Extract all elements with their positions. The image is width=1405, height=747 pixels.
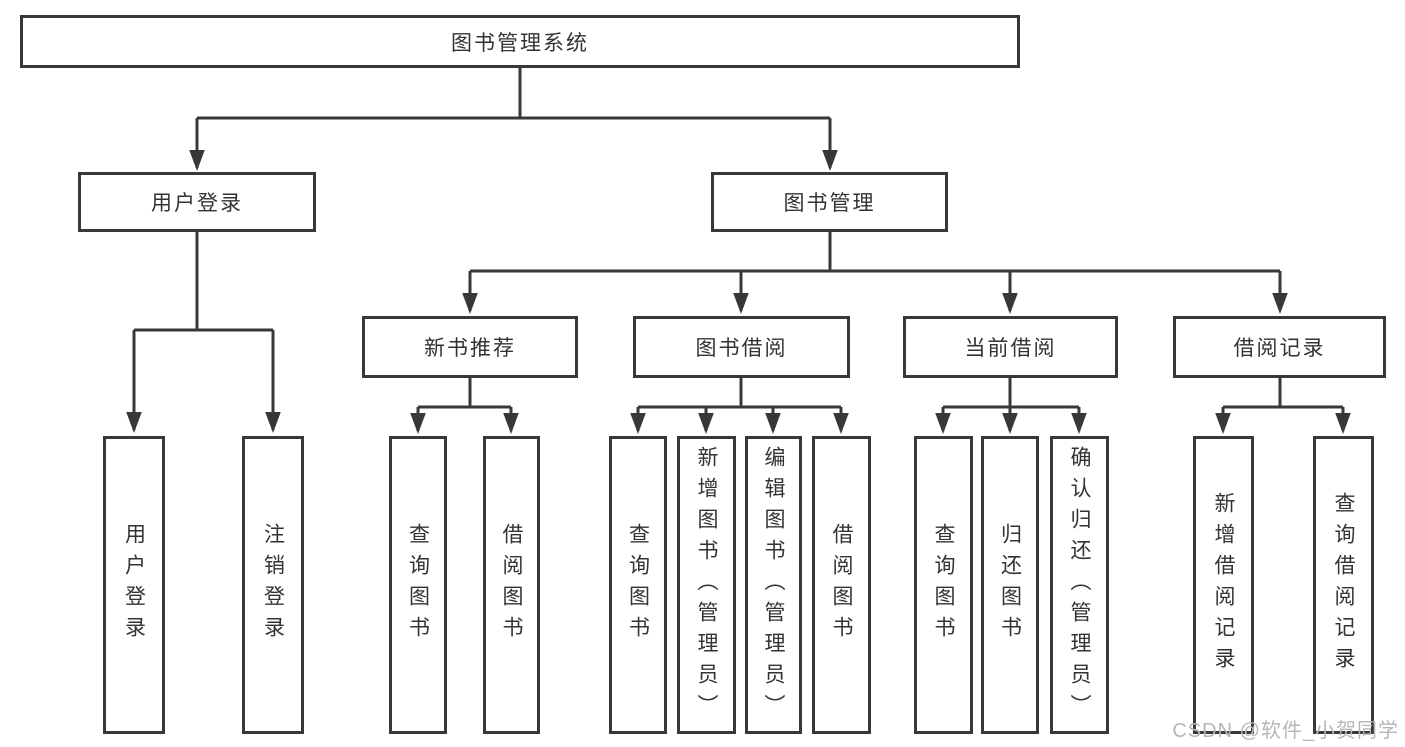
node-label: 借阅图书 (500, 523, 523, 647)
node-label: 当前借阅 (964, 337, 1057, 360)
leaf-borrow-books-recommend: 借阅图书 (483, 436, 540, 734)
leaf-add-books-admin: 新增图书（管理员） (677, 436, 736, 734)
leaf-query-books-current: 查询图书 (914, 436, 973, 734)
node-label: 新增图书（管理员） (695, 445, 718, 725)
node-label: 图书借阅 (695, 337, 788, 360)
node-book-management: 图书管理 (711, 172, 948, 232)
leaf-query-borrow-record: 查询借阅记录 (1313, 436, 1374, 734)
node-label: 图书管理系统 (451, 31, 589, 55)
node-user-login: 用户登录 (78, 172, 316, 232)
node-label: 注销登录 (261, 523, 285, 647)
node-library-management-system: 图书管理系统 (20, 15, 1020, 68)
node-label: 用户登录 (122, 523, 146, 647)
leaf-edit-books-admin: 编辑图书（管理员） (745, 436, 802, 734)
node-label: 查询图书 (406, 523, 430, 647)
node-borrow-records: 借阅记录 (1173, 316, 1386, 378)
leaf-query-books-recommend: 查询图书 (389, 436, 447, 734)
node-label: 归还图书 (998, 523, 1022, 647)
leaf-return-books: 归还图书 (981, 436, 1039, 734)
node-label: 编辑图书（管理员） (762, 445, 785, 725)
leaf-query-books-borrow: 查询图书 (609, 436, 667, 734)
node-label: 查询借阅记录 (1332, 492, 1355, 678)
node-label: 借阅记录 (1233, 337, 1326, 360)
node-label: 查询图书 (932, 523, 955, 647)
leaf-borrow-books: 借阅图书 (812, 436, 871, 734)
node-current-borrow: 当前借阅 (903, 316, 1118, 378)
csdn-watermark: CSDN @软件_小贺同学 (1172, 720, 1399, 742)
node-label: 新书推荐 (424, 337, 516, 360)
node-new-book-recommend: 新书推荐 (362, 316, 578, 378)
node-label: 用户登录 (151, 192, 243, 215)
node-label: 图书管理 (783, 192, 876, 215)
node-book-borrow: 图书借阅 (633, 316, 850, 378)
leaf-add-borrow-record: 新增借阅记录 (1193, 436, 1254, 734)
node-label: 新增借阅记录 (1212, 492, 1235, 678)
node-label: 查询图书 (626, 523, 650, 647)
leaf-logout: 注销登录 (242, 436, 304, 734)
leaf-confirm-return-admin: 确认归还（管理员） (1050, 436, 1109, 734)
leaf-user-login: 用户登录 (103, 436, 165, 734)
node-label: 确认归还（管理员） (1068, 445, 1091, 725)
node-label: 借阅图书 (830, 523, 853, 647)
